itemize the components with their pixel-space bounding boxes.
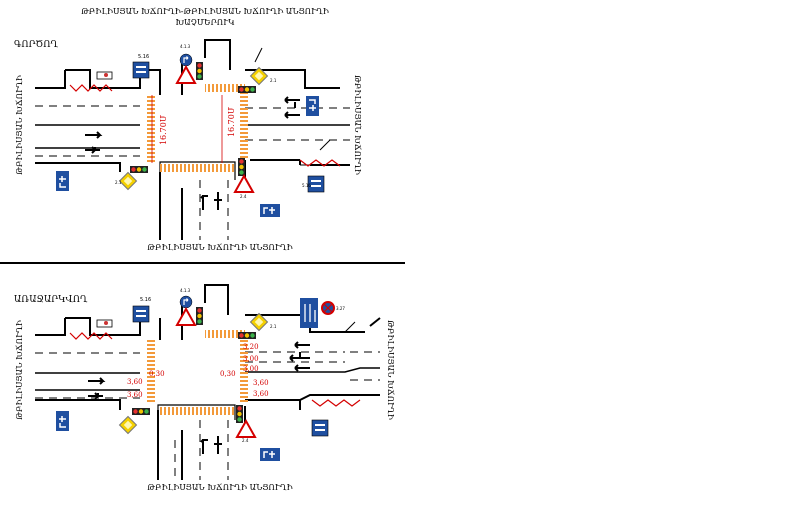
crosswalk-west [147,95,155,163]
svg-text:2.1: 2.1 [115,180,122,185]
yield-sign-icon [176,66,196,84]
lane-arrows-west [85,131,103,154]
existing-intersection: ԳՈՐԾՈՂ 16.70Մ 16.70Մ 5.16 [14,39,362,252]
svg-text:ԹԲԻԼԻՍՅԱՆ ԽՃՈՒՂԻ: ԹԲԻԼԻՍՅԱՆ ԽՃՈՒՂԻ [386,320,395,421]
proposed-label: ԱՌԱՋԱՐԿՎՈՂ [14,295,88,305]
svg-text:3,60: 3,60 [253,379,269,387]
crosswalk-sign-icon [132,61,150,79]
svg-text:4.1.3: 4.1.3 [180,288,191,293]
svg-text:3,00: 3,00 [243,365,259,373]
crosswalk-south [160,164,235,172]
svg-text:2.4: 2.4 [240,194,247,199]
median [35,124,140,149]
road-name-west: ԹԲԻԼԻՍՅԱՆ ԽՃՈՒՂԻ [15,74,24,175]
svg-text:5.16: 5.16 [138,54,149,60]
diagram-subtitle: ԽԱՉՄԵՐՈՒԿ [175,18,234,27]
svg-text:ԹԲԻԼԻՍՅԱՆ ԽՃՈՒՂԻ ԱՆՑՈՒՂԻ: ԹԲԻԼԻՍՅԱՆ ԽՃՈՒՂԻ ԱՆՑՈՒՂԻ [147,483,293,492]
road-name-south: ԹԲԻԼԻՍՅԱՆ ԽՃՈՒՂԻ ԱՆՑՈՒՂԻ [147,243,293,252]
road-name-east: ԹԲԻԼԻՍՅԱՆ ԽՃՈՒՂԻ [353,75,362,176]
diagram-title: ԹԲԻԼԻՍՅԱՆ ԽՃՈՒՂԻ-ԹԲԻԼԻՍՅԱՆ ԽՃՈՒՂԻ ԱՆՑՈՒՂ… [81,7,330,16]
svg-text:5.16: 5.16 [302,183,311,188]
svg-text:2.1: 2.1 [270,78,277,83]
crosswalk-east [240,92,248,160]
svg-text:4.1.3: 4.1.3 [180,44,191,49]
lane-sign-south-icon [259,203,281,218]
svg-text:0,30: 0,30 [220,370,236,378]
svg-text:5.16: 5.16 [140,297,151,303]
dim-right-lane-1: 3,20 [243,343,259,351]
svg-text:0,30: 0,30 [149,370,165,378]
direction-sign-icon [179,53,193,67]
lane-arrows-south [200,192,222,210]
dim-right: 16.70Մ [227,106,236,137]
svg-text:2.4: 2.4 [242,438,249,443]
svg-text:3,60: 3,60 [127,378,143,386]
svg-text:3.27: 3.27 [336,306,345,311]
svg-text:3,60: 3,60 [253,390,269,398]
dim-left: 16.70Մ [159,114,168,145]
svg-text:3,00: 3,00 [243,355,259,363]
svg-text:3,60: 3,60 [127,391,143,399]
svg-text:ԹԲԻԼԻՍՅԱՆ ԽՃՈՒՂԻ: ԹԲԻԼԻՍՅԱՆ ԽՃՈՒՂԻ [15,319,24,420]
proposed-intersection: ԱՌԱՋԱՐԿՎՈՂ 3,20 3,00 3,00 3,60 3,60 0,30… [14,284,395,492]
svg-text:2.1: 2.1 [270,324,277,329]
existing-label: ԳՈՐԾՈՂ [14,40,58,50]
lane-arrows-east [284,96,300,119]
crosswalk-north [205,84,245,92]
lane-direction-sign-icon [305,95,320,117]
